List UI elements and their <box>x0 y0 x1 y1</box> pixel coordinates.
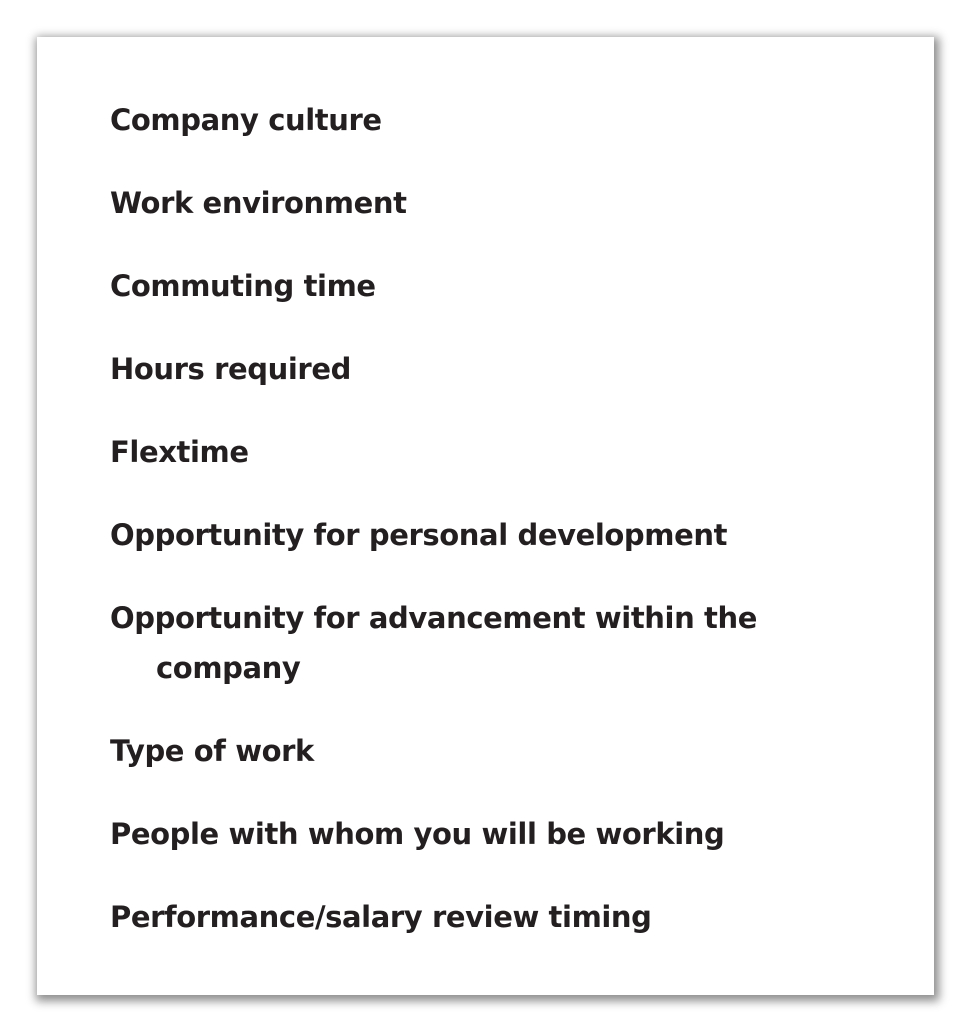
list-item: Flextime <box>110 435 249 469</box>
list-item: Opportunity for personal development <box>110 518 728 552</box>
factor-list: Company culture Work environment Commuti… <box>110 95 830 975</box>
list-item: Hours required <box>110 352 351 386</box>
list-item: Performance/salary review timing <box>110 900 652 934</box>
list-item: Work environment <box>110 186 407 220</box>
list-item: Commuting time <box>110 269 376 303</box>
list-item: Type of work <box>110 734 314 768</box>
list-item: Opportunity for advancement within the c… <box>110 601 757 685</box>
document-card: Company culture Work environment Commuti… <box>37 37 934 995</box>
list-item: Company culture <box>110 103 382 137</box>
list-item: People with whom you will be working <box>110 817 725 851</box>
